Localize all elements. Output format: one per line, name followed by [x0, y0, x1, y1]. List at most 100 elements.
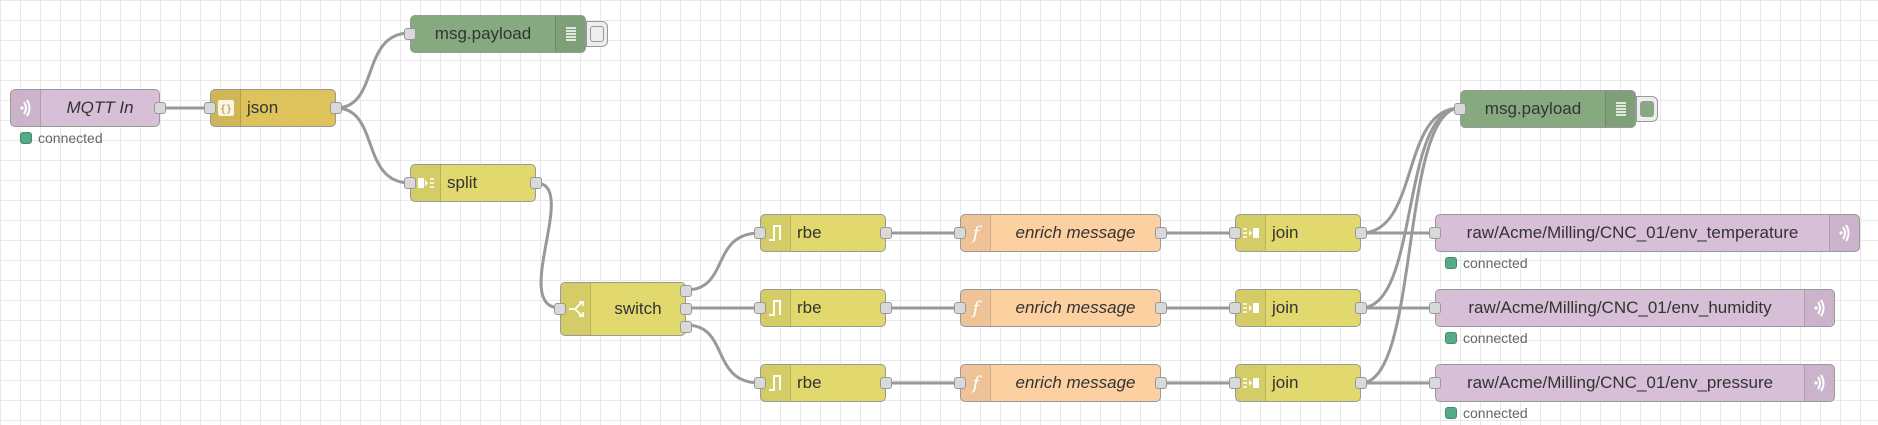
rbe-node-2[interactable]: rbe [754, 289, 892, 327]
switch-node[interactable]: switch [554, 282, 692, 336]
status-indicator: connected [1445, 405, 1528, 421]
input-port[interactable] [1429, 377, 1441, 389]
input-port[interactable] [1229, 302, 1241, 314]
function-icon: f [961, 215, 991, 251]
debug-toggle-button[interactable] [586, 21, 608, 47]
status-text: connected [1463, 255, 1528, 271]
function-icon: f [961, 365, 991, 401]
node-label: MQTT In [66, 98, 134, 117]
bridge-icon [1804, 290, 1834, 326]
output-port[interactable] [1155, 227, 1167, 239]
output-port-2[interactable] [680, 303, 692, 315]
input-port[interactable] [754, 302, 766, 314]
function-node-1[interactable]: f enrich message [954, 214, 1167, 252]
status-indicator: connected [1445, 255, 1528, 271]
wire-split-switch [535, 181, 561, 310]
status-text: connected [1463, 330, 1528, 346]
node-label: split [447, 173, 478, 192]
rbe-node-3[interactable]: rbe [754, 364, 892, 402]
node-label: raw/Acme/Milling/CNC_01/env_temperature [1466, 223, 1799, 242]
node-label: rbe [797, 373, 822, 392]
output-port[interactable] [154, 102, 166, 114]
mqtt-out-node-3[interactable]: raw/Acme/Milling/CNC_01/env_pressure [1429, 364, 1835, 402]
list-icon [1605, 91, 1635, 127]
node-label: raw/Acme/Milling/CNC_01/env_humidity [1468, 298, 1772, 317]
status-text: connected [1463, 405, 1528, 421]
status-text: connected [38, 130, 103, 146]
status-dot [20, 132, 32, 144]
node-label: json [247, 98, 279, 117]
input-port[interactable] [754, 377, 766, 389]
split-node[interactable]: split [404, 164, 542, 202]
svg-text:{}: {} [219, 104, 231, 115]
node-label: enrich message [1015, 373, 1136, 392]
input-port[interactable] [1429, 227, 1441, 239]
mqtt-out-node-2[interactable]: raw/Acme/Milling/CNC_01/env_humidity [1429, 289, 1835, 327]
join-node-2[interactable]: join [1229, 289, 1367, 327]
status-dot [1445, 257, 1457, 269]
debug-node[interactable]: msg.payload [404, 15, 586, 53]
output-port[interactable] [880, 227, 892, 239]
output-port-3[interactable] [680, 321, 692, 333]
join-node-3[interactable]: join [1229, 364, 1367, 402]
input-port[interactable] [404, 28, 416, 40]
input-port[interactable] [1429, 302, 1441, 314]
node-label: enrich message [1015, 223, 1136, 242]
join-node-1[interactable]: join [1229, 214, 1367, 252]
join-icon [1236, 290, 1266, 326]
status-indicator: connected [20, 130, 103, 146]
input-port[interactable] [404, 177, 416, 189]
wire-join1-debug [1360, 106, 1461, 235]
input-port[interactable] [954, 302, 966, 314]
node-label: join [1272, 298, 1299, 317]
input-port[interactable] [954, 377, 966, 389]
output-port[interactable] [880, 377, 892, 389]
debug-node-2[interactable]: msg.payload [1454, 90, 1636, 128]
json-node[interactable]: {} json [204, 89, 342, 127]
output-port[interactable] [1155, 377, 1167, 389]
status-dot [1445, 407, 1457, 419]
join-icon [1236, 215, 1266, 251]
node-label: raw/Acme/Milling/CNC_01/env_pressure [1466, 373, 1774, 392]
function-node-2[interactable]: f enrich message [954, 289, 1167, 327]
output-port[interactable] [1355, 227, 1367, 239]
braces-icon: {} [211, 90, 241, 126]
rbe-node-1[interactable]: rbe [754, 214, 892, 252]
output-port-1[interactable] [680, 285, 692, 297]
output-port[interactable] [530, 177, 542, 189]
input-port[interactable] [554, 303, 566, 315]
node-label: rbe [797, 298, 822, 317]
output-port[interactable] [1155, 302, 1167, 314]
mqtt-in-node[interactable]: MQTT In [10, 89, 166, 127]
input-port[interactable] [754, 227, 766, 239]
wire-json-debug [335, 31, 411, 110]
input-port[interactable] [1454, 103, 1466, 115]
input-port[interactable] [1229, 377, 1241, 389]
bridge-icon [1804, 365, 1834, 401]
output-port[interactable] [1355, 377, 1367, 389]
output-port[interactable] [880, 302, 892, 314]
debug-toggle-button[interactable] [1636, 96, 1658, 122]
output-port[interactable] [330, 102, 342, 114]
node-label: switch [614, 299, 662, 318]
function-icon: f [961, 290, 991, 326]
status-indicator: connected [1445, 330, 1528, 346]
function-node-3[interactable]: f enrich message [954, 364, 1167, 402]
svg-text:f: f [970, 223, 982, 244]
switch-icon [561, 283, 591, 335]
rbe-icon [761, 290, 791, 326]
split-icon [411, 165, 441, 201]
svg-text:f: f [970, 373, 982, 394]
node-label: join [1272, 373, 1299, 392]
wire-json-split [335, 106, 411, 185]
input-port[interactable] [954, 227, 966, 239]
input-port[interactable] [1229, 227, 1241, 239]
node-label: join [1272, 223, 1299, 242]
node-label: msg.payload [434, 24, 532, 43]
output-port[interactable] [1355, 302, 1367, 314]
wire-join3-debug [1360, 106, 1461, 385]
mqtt-out-node-1[interactable]: raw/Acme/Milling/CNC_01/env_temperature [1429, 214, 1860, 252]
list-icon [555, 16, 585, 52]
input-port[interactable] [204, 102, 216, 114]
